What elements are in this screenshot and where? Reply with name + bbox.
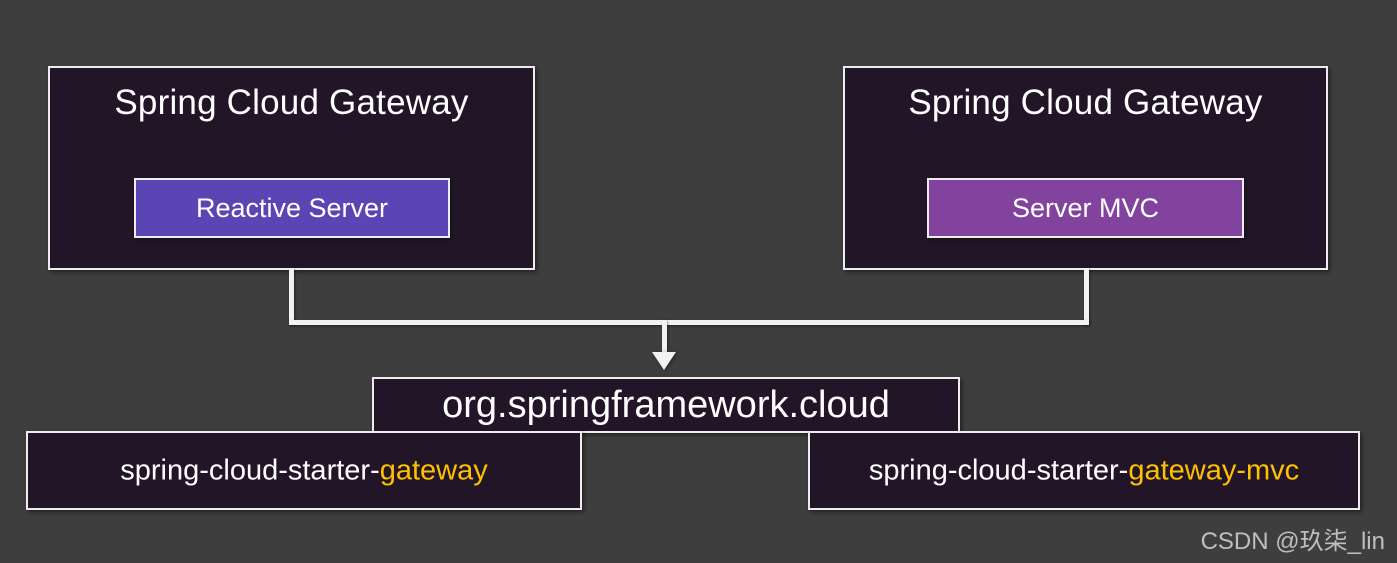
arrow-down-icon	[652, 352, 676, 370]
artifact-right-box[interactable]: spring-cloud-starter-gateway-mvc	[808, 431, 1360, 510]
arrow-stem	[662, 320, 667, 354]
server-mvc-label: Server MVC	[1011, 192, 1160, 223]
connector-horizontal-bus	[289, 320, 1089, 325]
artifact-left-box[interactable]: spring-cloud-starter-gateway	[26, 431, 582, 510]
right-gateway-box[interactable]: Spring Cloud Gateway Server MVC	[843, 66, 1328, 270]
csdn-watermark: CSDN @玖柒_lin	[1200, 528, 1385, 556]
right-gateway-title: Spring Cloud Gateway	[908, 83, 1263, 122]
artifact-right-highlight: gateway-mvc	[1128, 454, 1300, 486]
left-gateway-title: Spring Cloud Gateway	[114, 83, 469, 122]
package-label: org.springframework.cloud	[442, 384, 890, 426]
artifact-right-label: spring-cloud-starter-gateway-mvc	[810, 456, 1358, 485]
artifact-left-highlight: gateway	[379, 454, 488, 486]
left-gateway-box[interactable]: Spring Cloud Gateway Reactive Server	[48, 66, 535, 270]
artifact-right-prefix: spring-cloud-starter-	[868, 454, 1129, 486]
package-box[interactable]: org.springframework.cloud	[372, 377, 960, 433]
artifact-left-prefix: spring-cloud-starter-	[120, 454, 380, 486]
right-connector-vertical	[1084, 268, 1089, 325]
left-connector-vertical	[289, 268, 294, 325]
server-mvc-pill[interactable]: Server MVC	[927, 178, 1244, 238]
reactive-server-pill[interactable]: Reactive Server	[134, 178, 450, 238]
reactive-server-label: Reactive Server	[195, 192, 389, 223]
artifact-left-label: spring-cloud-starter-gateway	[28, 456, 580, 485]
